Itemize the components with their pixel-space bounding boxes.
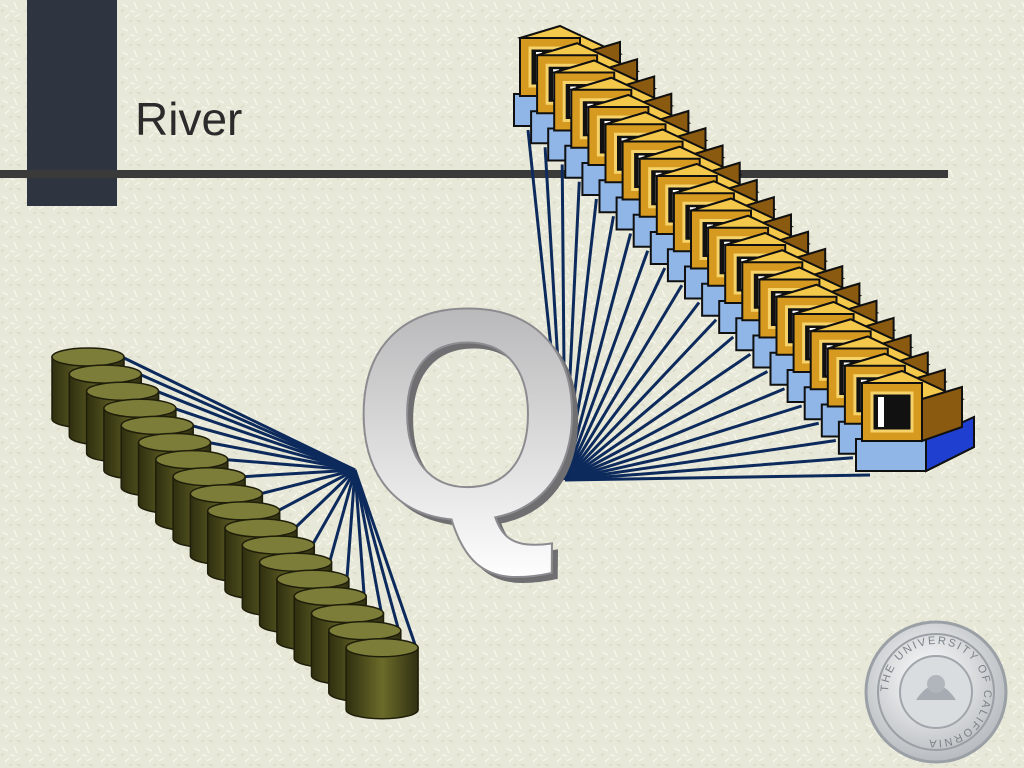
queue-q-icon: Q Q bbox=[350, 245, 590, 588]
computer-wires bbox=[526, 129, 871, 482]
disk-icon bbox=[345, 637, 419, 720]
university-seal-icon: THE UNIVERSITY OF CALIFORNIA bbox=[864, 620, 1008, 764]
svg-text:Q: Q bbox=[357, 252, 590, 588]
q-glyph: Q bbox=[351, 246, 584, 582]
disk-array bbox=[51, 347, 419, 720]
computer-array bbox=[513, 24, 975, 473]
computer-icon bbox=[855, 369, 975, 473]
title-rule bbox=[0, 170, 948, 178]
slide-title: River bbox=[135, 93, 243, 145]
disk-wires bbox=[121, 355, 418, 649]
